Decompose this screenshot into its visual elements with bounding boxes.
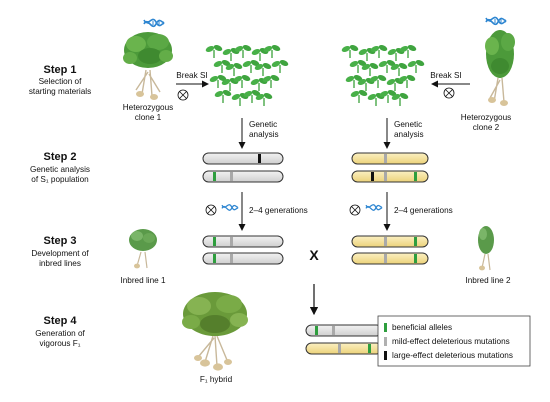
svg-text:Step 2: Step 2 (43, 151, 76, 163)
seedling-icon (350, 89, 368, 103)
dna-icon (221, 204, 239, 211)
plant-icon (485, 30, 515, 106)
selfing-symbol-icon (349, 204, 361, 216)
genetic-analysis-label-right-line2: analysis (394, 130, 424, 139)
inbred-line-2-label: Inbred line 2 (465, 276, 511, 285)
chromosome-pair-s1-left (202, 152, 284, 183)
seedling-icon (254, 62, 272, 76)
seedling-icon (214, 89, 232, 103)
seedling-icon (213, 59, 231, 73)
genetic-analysis-label-left: Genetic (249, 120, 277, 129)
seedling-icon (271, 59, 289, 73)
plant-icon (478, 226, 494, 271)
seedling-icon (398, 74, 416, 88)
break-si-label-right: Break SI (430, 71, 461, 80)
seedling-icon (255, 92, 273, 106)
chromosome-pair-s1-right (351, 152, 429, 183)
legend-item: large-effect deleterious mutations (384, 351, 513, 360)
selfing-symbol-icon (443, 87, 455, 99)
plant-icon (182, 292, 248, 371)
genetic-analysis-label-right: Genetic (394, 120, 422, 129)
genetic-analysis-label-left-line2: analysis (249, 130, 279, 139)
seedling-icon (209, 74, 227, 88)
dna-icon (485, 16, 507, 26)
chromosome-pair-inbred-right (351, 235, 429, 265)
svg-text:Generation of: Generation of (35, 329, 85, 338)
svg-text:Step 4: Step 4 (43, 315, 77, 327)
chromosome-pair-inbred-left (202, 235, 284, 265)
seedling-icon (378, 59, 396, 73)
break-si-label-left: Break SI (176, 71, 207, 80)
seedling-icon (225, 62, 243, 76)
legend-label-mild: mild-effect deleterious mutations (392, 337, 510, 346)
seedling-icon (369, 74, 387, 88)
selfing-symbol-icon (205, 204, 217, 216)
selfing-symbol-icon (177, 89, 189, 101)
seedling-icon (349, 59, 367, 73)
plant-icon (129, 229, 157, 269)
svg-text:Step 1: Step 1 (43, 64, 76, 76)
clone-2-label-line2: clone 2 (473, 123, 500, 132)
seedling-icon (205, 44, 223, 58)
svg-text:Step 3: Step 3 (43, 235, 76, 247)
svg-text:Genetic analysis: Genetic analysis (30, 165, 90, 174)
seedling-icon (370, 44, 388, 58)
dna-icon (143, 18, 165, 28)
step-2-label: Step 2 Genetic analysis of S₁ population (30, 151, 90, 184)
seedling-icon (345, 74, 363, 88)
seedling-field-left (205, 44, 289, 106)
clone-2-label: Heterozygous (461, 113, 512, 122)
seedling-icon (379, 89, 397, 103)
legend-item: mild-effect deleterious mutations (384, 337, 510, 346)
legend: beneficial alleles mild-effect deleterio… (377, 315, 531, 367)
cross-symbol: X (309, 247, 319, 263)
step-3-label: Step 3 Development of inbred lines (31, 235, 89, 268)
seedling-icon (242, 59, 260, 73)
svg-text:of S₁ population: of S₁ population (31, 175, 89, 184)
seedling-icon (233, 74, 251, 88)
clone-1-label: Heterozygous (123, 103, 174, 112)
legend-swatch-mild (384, 337, 387, 346)
svg-text:inbred lines: inbred lines (39, 259, 81, 268)
generations-label-left: 2–4 generations (249, 206, 308, 215)
step-1-label: Step 1 Selection of starting materials (29, 64, 91, 96)
generations-label-right: 2–4 generations (394, 206, 453, 215)
svg-text:starting materials: starting materials (29, 87, 91, 96)
seedling-icon (391, 92, 409, 106)
legend-label-large: large-effect deleterious mutations (392, 351, 513, 360)
seedling-icon (341, 44, 359, 58)
legend-swatch-large (384, 351, 387, 360)
legend-item: beneficial alleles (384, 323, 452, 332)
seedling-icon (390, 62, 408, 76)
seedling-icon (361, 62, 379, 76)
clone-1-label-line2: clone 1 (135, 113, 162, 122)
step-4-label: Step 4 Generation of vigorous F₁ (35, 315, 85, 348)
seedling-icon (399, 44, 417, 58)
seedling-field-right (341, 44, 425, 106)
dna-icon (365, 204, 383, 211)
plant-icon (123, 32, 173, 100)
f1-hybrid-label: F₁ hybrid (200, 375, 233, 384)
seedling-icon (262, 74, 280, 88)
legend-swatch-beneficial (384, 323, 387, 332)
svg-text:Selection of: Selection of (39, 77, 83, 86)
seedling-icon (263, 44, 281, 58)
seedling-icon (243, 89, 261, 103)
inbred-line-1-label: Inbred line 1 (120, 276, 166, 285)
chromosome-pair-hybrid (305, 324, 383, 355)
svg-text:vigorous F₁: vigorous F₁ (40, 339, 81, 348)
seedling-icon (407, 59, 425, 73)
svg-text:Development of: Development of (31, 249, 89, 258)
legend-label-beneficial: beneficial alleles (392, 323, 452, 332)
seedling-icon (234, 44, 252, 58)
